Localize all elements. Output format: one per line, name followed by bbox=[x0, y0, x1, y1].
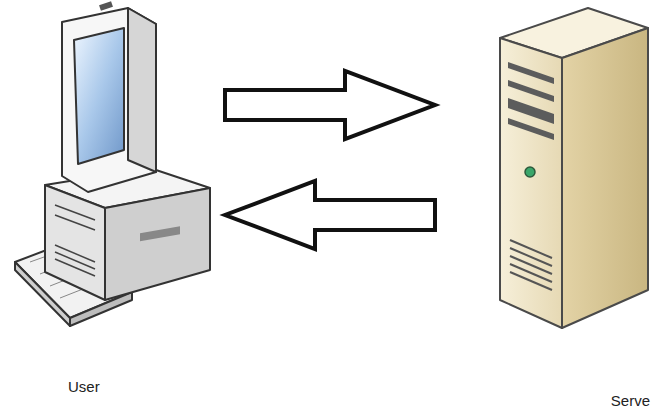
device-label: Serve bbox=[480, 392, 650, 410]
flow-arrow bbox=[225, 181, 435, 249]
device-label: User bbox=[68, 378, 210, 396]
device-node: Serve bbox=[480, 4, 652, 410]
flow-arrow bbox=[225, 71, 435, 139]
server-icon bbox=[500, 8, 648, 328]
device-node: User bbox=[10, 4, 210, 396]
computer-icon bbox=[15, 4, 210, 326]
